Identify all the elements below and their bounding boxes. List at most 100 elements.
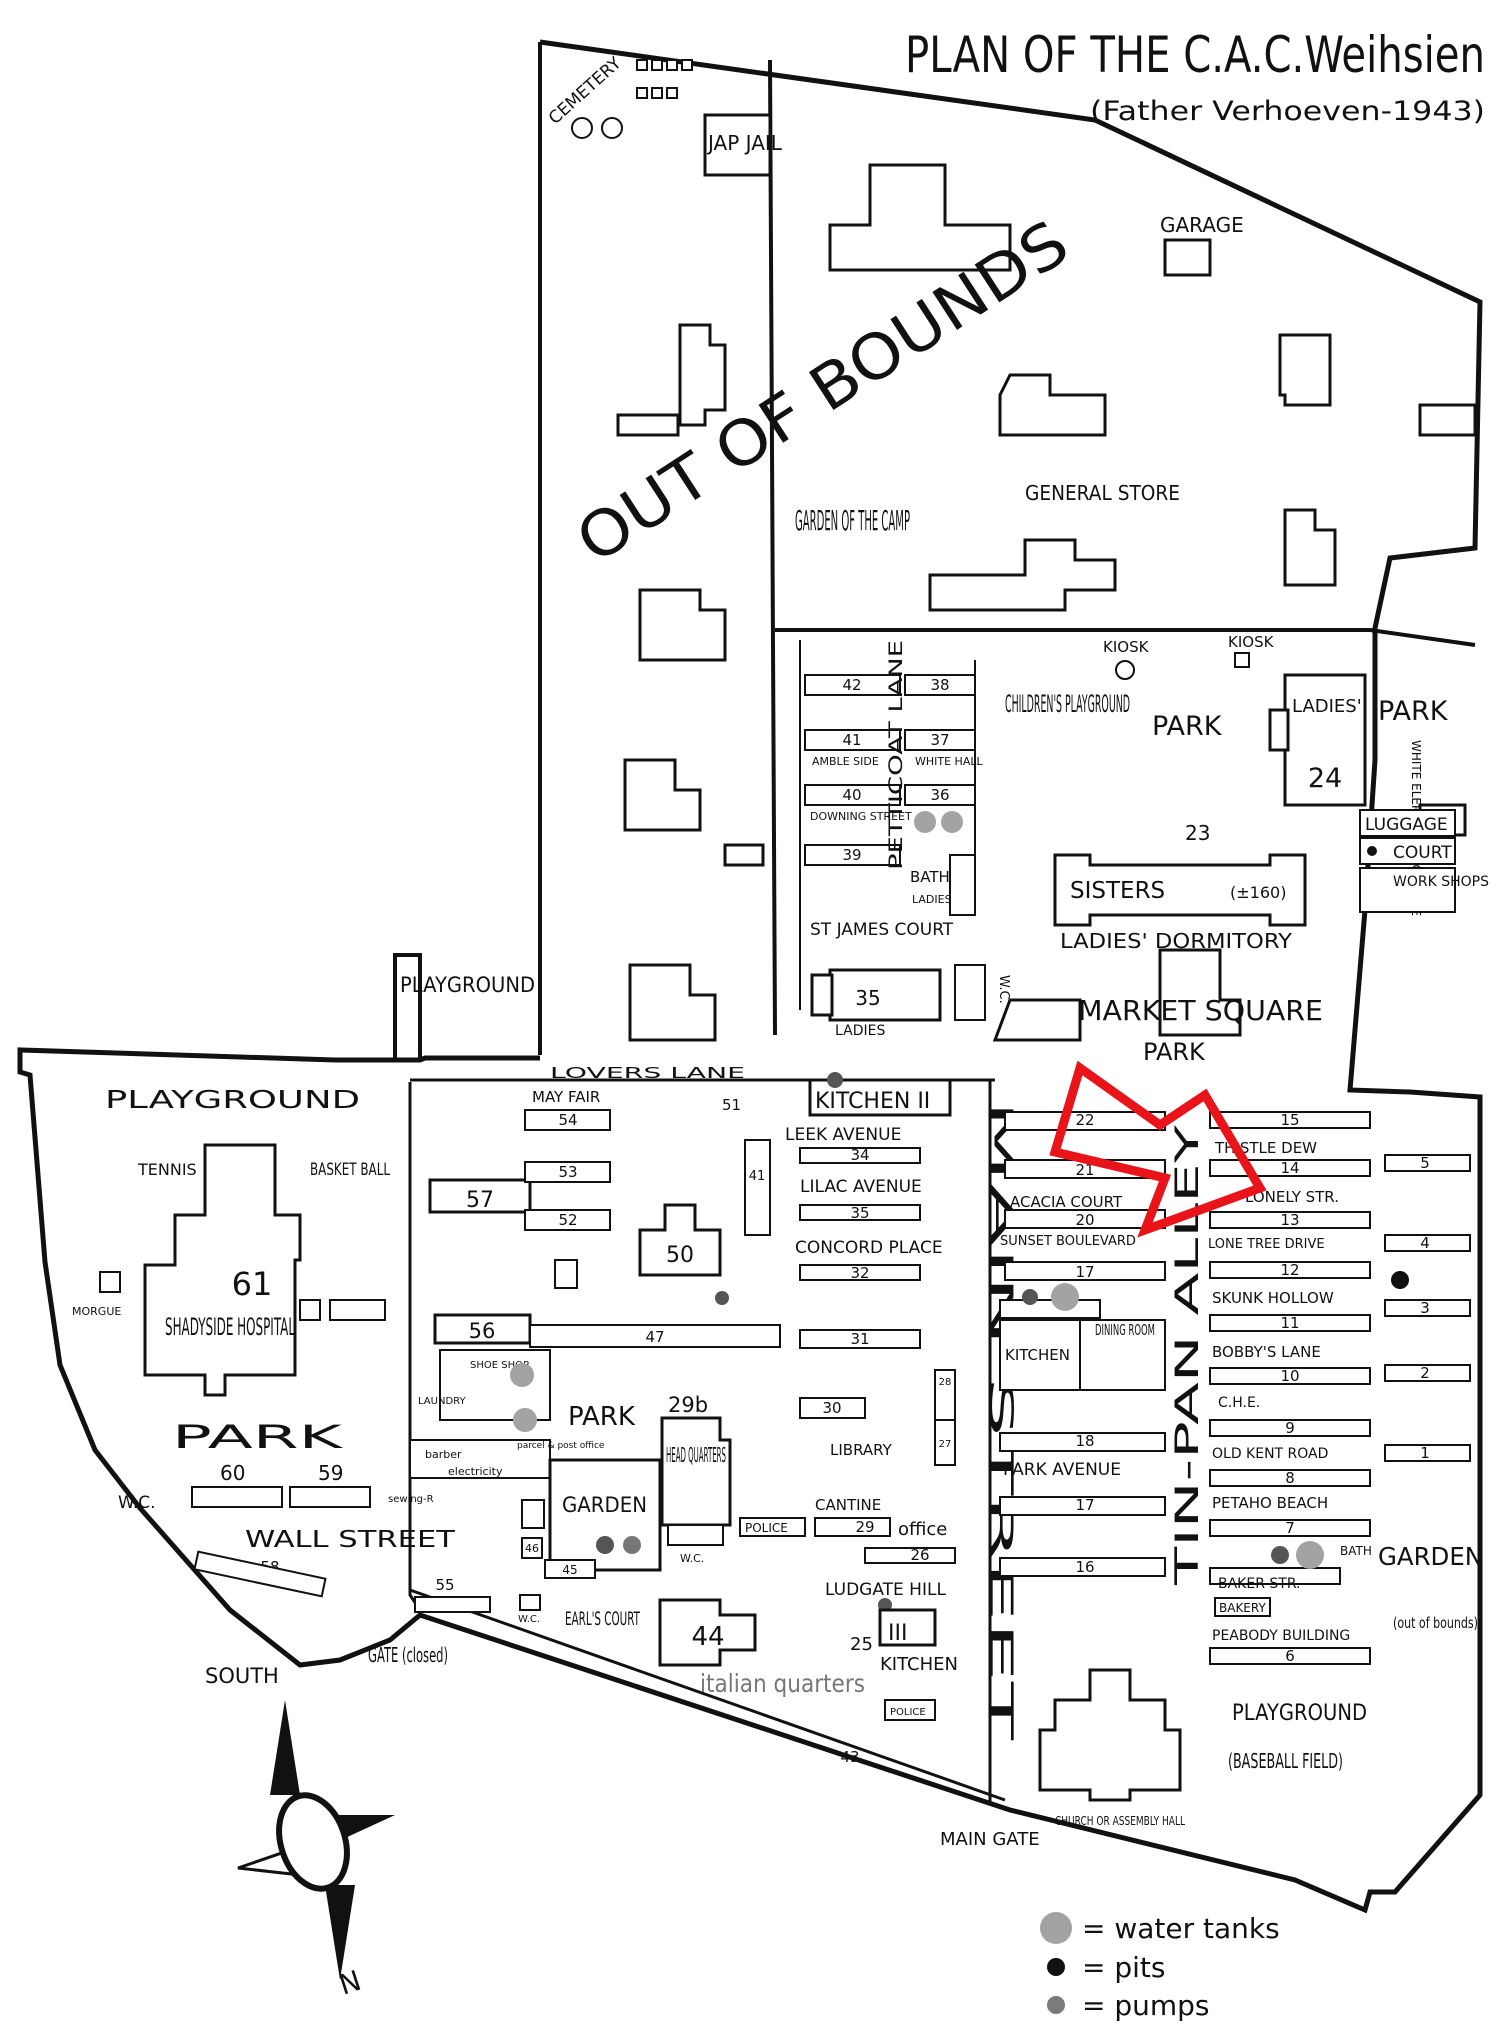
- bldg-14: 14: [1280, 1159, 1299, 1177]
- bldg-26: 26: [910, 1546, 929, 1564]
- amble-side-label: AMBLE SIDE: [812, 755, 879, 768]
- north-label: N: [335, 1964, 365, 2002]
- bldg-40: 40: [842, 786, 861, 804]
- baseball-field-label: (BASEBALL FIELD): [1228, 1749, 1343, 1773]
- cantine-label: CANTINE: [815, 1496, 881, 1514]
- bldg-41-central: 41: [749, 1169, 766, 1184]
- lone-tree-drive-label: LONE TREE DRIVE: [1208, 1237, 1325, 1252]
- building-35: [828, 968, 942, 1022]
- luggage-label: LUGGAGE: [1365, 815, 1448, 835]
- general-store-label: GENERAL STORE: [1025, 481, 1180, 505]
- wall-segment-west: [393, 953, 422, 1060]
- bldg-46: 46: [525, 1542, 539, 1555]
- hospital-steps: [299, 1299, 386, 1321]
- skunk-hollow-label: SKUNK HOLLOW: [1212, 1289, 1334, 1307]
- out-of-bounds-east-label: (out of bounds): [1393, 1614, 1478, 1632]
- building-57: [428, 1178, 532, 1214]
- bldg-39: 39: [842, 846, 861, 864]
- market-square-label: MARKET SQUARE: [1078, 994, 1323, 1027]
- wc-label-south: W.C.: [518, 1614, 540, 1625]
- garden-central-label: GARDEN: [562, 1493, 647, 1517]
- bldg-55: 55: [435, 1576, 454, 1594]
- library-label: LIBRARY: [830, 1441, 893, 1459]
- legend-pump-marker: [1047, 1996, 1065, 2014]
- wc-label-hq: W.C.: [680, 1552, 704, 1565]
- ladies-small-label-bath: LADIES: [912, 893, 952, 906]
- garden-camp-label: GARDEN OF THE CAMP: [795, 504, 910, 537]
- building-34: [799, 1147, 921, 1164]
- earls-court-label: EARL'S COURT: [565, 1608, 640, 1630]
- bldg-38: 38: [930, 676, 949, 694]
- huts-60-59: [191, 1486, 371, 1508]
- pump-baker: [1271, 1546, 1289, 1564]
- bldg-33: 35: [850, 1204, 869, 1222]
- pump-sunset: [1022, 1289, 1038, 1305]
- row-blocks-far-east: [1384, 1154, 1471, 1462]
- park-label-central: PARK: [568, 1402, 636, 1432]
- wc-label-west: W.C.: [118, 1493, 156, 1513]
- may-fair-label: MAY FAIR: [532, 1088, 600, 1106]
- acacia-court-label: ACACIA COURT: [1010, 1193, 1123, 1211]
- building-27: [934, 1419, 956, 1466]
- work-shops-label: WORK SHOPS: [1393, 874, 1489, 890]
- bldg-32: 32: [850, 1264, 869, 1282]
- bldg-28: 28: [939, 1377, 952, 1388]
- court-pit: [1367, 846, 1377, 856]
- water-tank-sunset: [1051, 1283, 1079, 1311]
- italian-quarters-label: italian quarters: [700, 1669, 865, 1698]
- main-gate-label: MAIN GATE: [940, 1829, 1040, 1850]
- legend-pumps: = pumps: [1082, 1989, 1210, 2022]
- sisters-label: SISTERS: [1070, 878, 1165, 904]
- bldg-22: 22: [1075, 1111, 1094, 1129]
- bldg-7: 7: [1285, 1519, 1295, 1537]
- pit-50: [715, 1291, 729, 1305]
- head-quarters-label: HEAD QUARTERS: [666, 1443, 726, 1467]
- building-24-number: 24: [1308, 763, 1342, 794]
- bldg-17: 17: [1075, 1496, 1094, 1514]
- bldg-35: 35: [855, 986, 880, 1010]
- bldg-60: 60: [220, 1461, 245, 1485]
- garden-east-label: GARDEN: [1378, 1542, 1483, 1571]
- map-title: PLAN OF THE C.A.C.Weihsien: [905, 26, 1485, 84]
- wc-block-north: [954, 964, 986, 1021]
- bldg-59: 59: [318, 1461, 343, 1485]
- wall-street-label: WALL STREET: [245, 1527, 456, 1553]
- bldg-61: 61: [232, 1265, 273, 1303]
- outer-wall: [17, 39, 1483, 1914]
- bldg-43: 43: [840, 1748, 859, 1766]
- market-square-park-label: PARK: [1143, 1038, 1206, 1066]
- gate-closed-label: GATE (closed): [368, 1643, 448, 1667]
- bldg-5: 5: [1420, 1154, 1430, 1172]
- building-47: [529, 1324, 781, 1348]
- office-label: office: [898, 1519, 947, 1540]
- bldg-53: 53: [558, 1163, 577, 1181]
- inner-wall-garden: [775, 628, 1476, 647]
- kitchen-iii-building: [878, 1608, 937, 1647]
- building-29a: [667, 1524, 724, 1546]
- water-tank-petticoat-1: [914, 811, 936, 833]
- bath-label-north: BATH: [910, 868, 950, 886]
- shop-label: SHOE SHOP: [470, 1360, 529, 1371]
- jap-jail-building: [703, 113, 772, 177]
- bldg-44: 44: [691, 1622, 724, 1652]
- bldg-45: 45: [562, 1563, 577, 1577]
- morgue-building: [99, 1271, 121, 1293]
- water-tank-garden: [623, 1536, 641, 1554]
- lovers-lane-label: LOVERS LANE: [550, 1064, 745, 1082]
- bldg-36: 36: [930, 786, 949, 804]
- pit-kitchen-ii: [827, 1072, 843, 1088]
- pump-garden: [596, 1536, 614, 1554]
- tin-pan-alley-label: TIN-PAN ALLEY: [1168, 1124, 1206, 1587]
- sisters-building: [1053, 853, 1307, 927]
- police-box: [739, 1517, 806, 1537]
- bldg-8: 8: [1285, 1469, 1295, 1487]
- building-45: [544, 1559, 596, 1579]
- bldg-54: 54: [558, 1111, 577, 1129]
- church-label: CHURCH OR ASSEMBLY HALL: [1055, 1814, 1185, 1828]
- garage-label: GARAGE: [1160, 213, 1244, 237]
- bldg-47: 47: [645, 1328, 664, 1346]
- highlight-arrow: [1049, 1060, 1267, 1238]
- bldg-1: 1: [1420, 1444, 1430, 1462]
- tennis-label: TENNIS: [137, 1160, 197, 1179]
- bldg-11: 11: [1280, 1314, 1299, 1332]
